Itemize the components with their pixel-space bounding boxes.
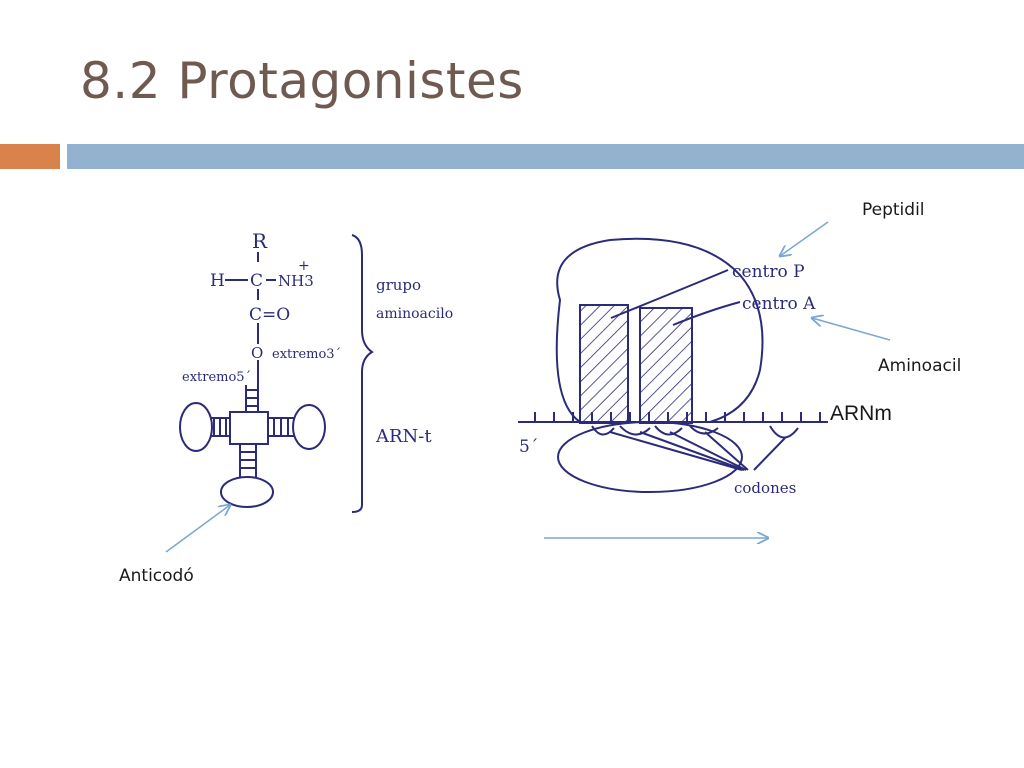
trna-r-group: R [252,229,268,253]
trna-aminoacilo-label: aminoacilo [376,306,453,322]
ribosome-centro-p: centro P [732,262,805,282]
anticodo-arrow [165,505,230,553]
ribosome-codones: codones [734,479,796,497]
trna-carbon: C [250,271,263,291]
ribosome-drawing [518,237,828,493]
label-anticodo: Anticodó [119,566,194,586]
trna-amino-group: NH3 [278,272,314,290]
accent-bar-blue [67,144,1024,169]
accent-bar-orange [0,144,60,169]
trna-extremo5-label: extremo5´ [182,370,251,385]
trna-drawing [179,234,374,513]
ribosome-centro-a: centro A [742,294,816,314]
peptidil-arrow [780,221,829,256]
label-arnm: ARNm [830,402,892,425]
ribosome-five-prime: 5´ [519,437,538,457]
trna-extremo3-label: extremo3´ [272,347,341,362]
mrna-ticks [534,412,821,422]
aminoacil-arrow [812,318,891,341]
label-aminoacil: Aminoacil [878,356,962,376]
annotation-arrows [165,221,891,553]
label-peptidil: Peptidil [862,200,925,220]
trna-grupo-label: grupo [376,276,421,294]
trna-oxygen: O [251,344,263,362]
trna-carbonyl: C=O [249,305,290,325]
trna-amino-charge: + [298,258,310,274]
slide-title: 8.2 Protagonistes [80,52,524,110]
trna-arnt-label: ARN-t [375,426,432,447]
trna-h-atom: H [210,271,225,291]
